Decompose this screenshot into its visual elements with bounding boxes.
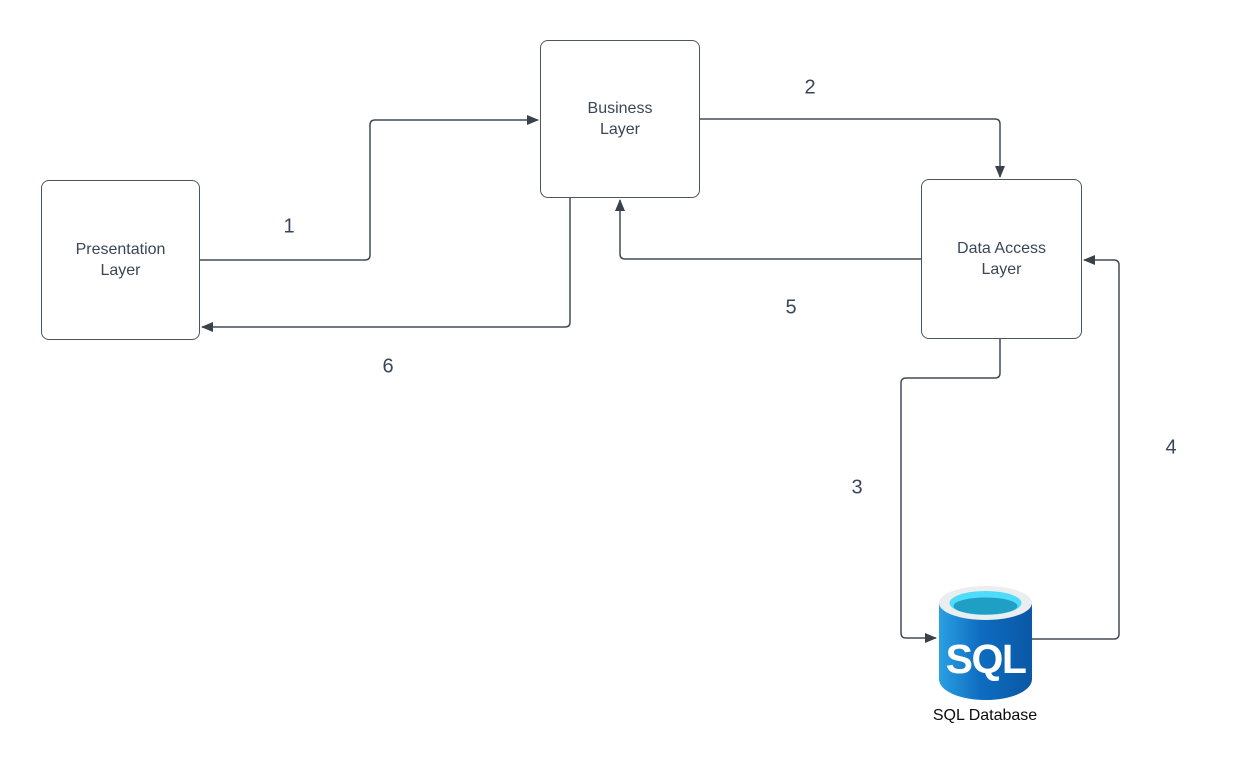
node-business-layer-label: Business Layer [587, 99, 653, 138]
connector-2-business-to-data-access[interactable] [700, 118, 1005, 178]
connector-1-label: 1 [283, 215, 295, 238]
sql-database-icon[interactable]: SQL [938, 583, 1033, 701]
connector-5-data-access-to-business[interactable] [615, 199, 921, 260]
node-data-access-layer[interactable]: Data Access Layer [921, 179, 1082, 339]
connector-3-label: 3 [851, 476, 863, 499]
node-presentation-layer[interactable]: Presentation Layer [41, 180, 200, 340]
sql-database-label: SQL Database [932, 707, 1038, 724]
connector-6-business-to-presentation[interactable] [201, 198, 571, 332]
connector-2-label: 2 [804, 76, 816, 99]
node-business-layer[interactable]: Business Layer [540, 40, 700, 198]
connector-5-label: 5 [785, 296, 797, 319]
connector-6-label: 6 [382, 355, 394, 378]
connector-1-presentation-to-business[interactable] [200, 115, 539, 261]
db-sql-text: SQL [946, 636, 1026, 682]
connector-4-label: 4 [1165, 436, 1177, 459]
connector-3-data-access-to-sql[interactable] [900, 339, 1001, 643]
db-top-liquid [953, 597, 1018, 615]
node-data-access-layer-label: Data Access Layer [957, 239, 1046, 278]
node-presentation-layer-label: Presentation Layer [75, 240, 166, 279]
db-cylinder-body [939, 603, 1032, 700]
connector-4-sql-to-data-access[interactable] [1032, 255, 1120, 640]
